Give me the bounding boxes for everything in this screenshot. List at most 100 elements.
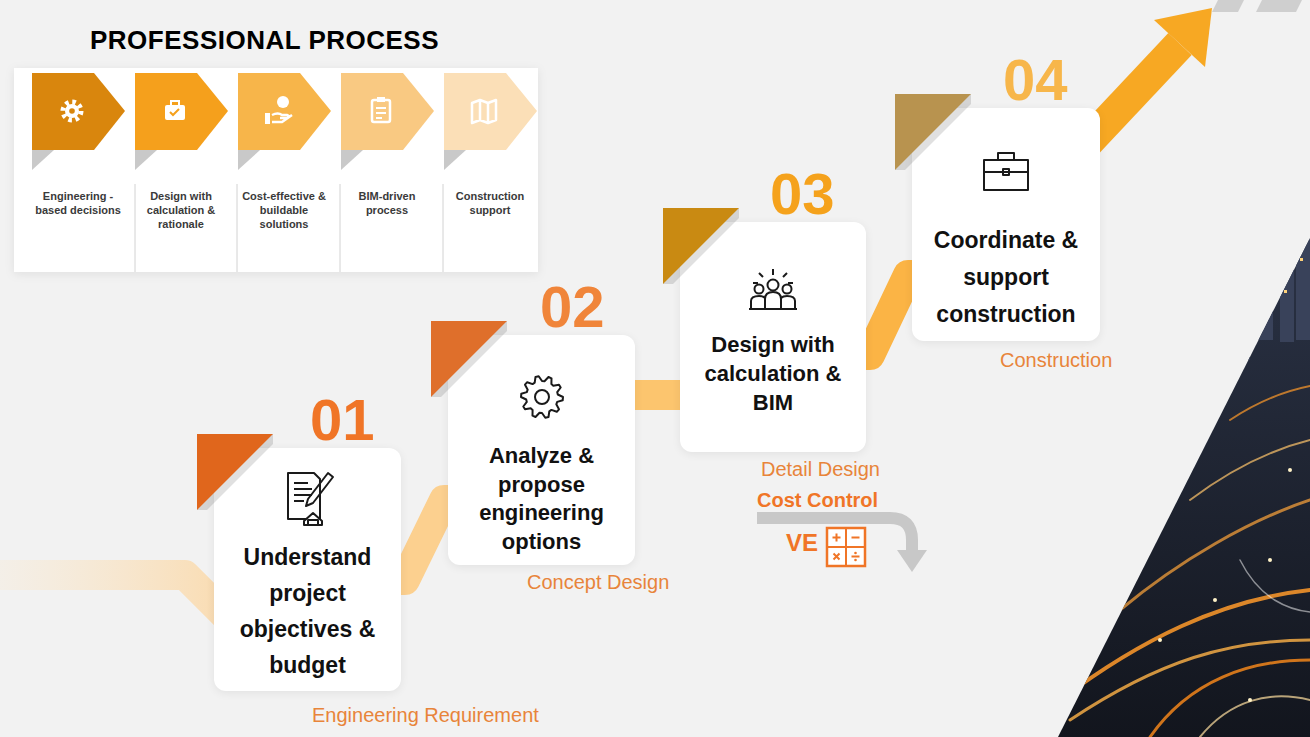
slide-title: PROFESSIONAL PROCESS	[90, 27, 439, 53]
chevron-shape	[135, 73, 228, 150]
city-photo	[1248, 698, 1252, 702]
cost-control-arrow	[757, 518, 927, 572]
process-band	[635, 380, 680, 410]
city-photo	[1296, 240, 1310, 340]
corner-fold	[895, 94, 971, 170]
chevron-icon	[377, 97, 385, 102]
city-photo	[1060, 386, 1310, 737]
step-icon	[278, 467, 338, 527]
chevron-fold	[135, 150, 157, 170]
chevron-icon	[63, 102, 81, 120]
corner-fold	[431, 321, 507, 397]
city-photo	[1158, 468, 1292, 702]
calculator-icon	[854, 559, 857, 562]
growth-arrow	[1085, 8, 1212, 145]
step-icon	[765, 292, 781, 309]
step-caption: Engineering - based decisions	[28, 190, 128, 218]
step-caption: Cost-effective & buildable solutions	[234, 190, 334, 231]
chevron-arrow	[32, 73, 125, 170]
process-card: 01Understand project objectives & budget…	[214, 448, 401, 691]
process-chevron: BIM-driven process	[337, 73, 437, 218]
step-icon	[768, 280, 779, 291]
step-caption: Design with calculation & rationale	[131, 190, 231, 231]
city-photo	[1266, 280, 1269, 283]
process-card: 02Analyze & propose engineering optionsC…	[448, 335, 635, 565]
calculator-icon	[827, 528, 865, 566]
chevron-shape	[444, 73, 537, 150]
step-icon	[753, 269, 793, 283]
process-card: 04Coordinate & support constructionConst…	[912, 108, 1100, 341]
city-photo	[1120, 500, 1310, 610]
step-icon	[521, 376, 563, 417]
process-panel	[14, 68, 538, 272]
step-icon	[749, 296, 797, 309]
step-icon	[984, 153, 1028, 190]
corner-fold	[431, 321, 507, 397]
process-chevron: Engineering - based decisions	[28, 73, 128, 218]
stage-label: Concept Design	[527, 571, 669, 593]
city-photo	[1230, 300, 1250, 360]
corner-mark	[1256, 0, 1302, 12]
step-icon	[755, 285, 764, 294]
city-photo	[1190, 440, 1310, 500]
stage-label: Construction	[1000, 349, 1112, 371]
chevron-arrow	[238, 73, 331, 170]
step-icon	[306, 473, 333, 506]
step-number: 01	[310, 391, 375, 449]
city-photo	[1230, 240, 1310, 360]
calculator-icon	[827, 528, 865, 566]
column-divider	[443, 184, 444, 272]
calculator-icon	[854, 552, 857, 555]
corner-fold	[895, 94, 971, 170]
chevron-icon	[372, 100, 390, 122]
chevron-arrow	[341, 73, 434, 170]
process-card: 03Design with calculation & BIMDetail De…	[680, 222, 866, 452]
chevron-icon	[272, 114, 292, 123]
step-title: Analyze & propose engineering options	[456, 442, 627, 556]
stage-label: Detail Design	[761, 458, 880, 480]
city-photo	[1150, 660, 1310, 737]
chevron-icon	[65, 104, 79, 118]
city-photo	[1236, 318, 1239, 321]
column-divider	[340, 184, 341, 272]
growth-arrow	[1154, 8, 1212, 67]
chevron-icon	[265, 113, 270, 124]
city-photo	[1060, 590, 1310, 700]
chevron-fold	[238, 150, 260, 170]
stage-label: Engineering Requirement	[312, 704, 539, 726]
step-icon	[512, 367, 572, 427]
chevron-icon	[170, 109, 179, 115]
cost-control-arrow	[897, 550, 927, 572]
step-icon	[783, 285, 792, 294]
city-photo	[1158, 638, 1162, 642]
chevron-shape	[32, 73, 125, 150]
step-number: 03	[770, 165, 835, 223]
column-divider	[237, 184, 238, 272]
city-photo	[1284, 290, 1287, 293]
chevron-icon	[265, 96, 292, 124]
step-title: Understand project objectives & budget	[222, 539, 393, 683]
city-photo	[1268, 558, 1272, 562]
step-caption: Construction support	[440, 190, 540, 218]
chevron-icon	[277, 96, 289, 108]
chevron-icon	[171, 101, 179, 105]
chevron-shape	[238, 73, 331, 150]
corner-fold	[663, 208, 739, 284]
city-photo	[1200, 696, 1310, 737]
calculator-icon	[833, 534, 860, 560]
process-chevron: Construction support	[440, 73, 540, 218]
corner-fold	[663, 208, 739, 284]
step-icon	[288, 473, 320, 519]
corner-fold	[431, 321, 507, 397]
chevron-fold	[444, 150, 466, 170]
chevron-icon	[372, 97, 390, 122]
process-chevron: Cost-effective & buildable solutions	[234, 73, 334, 231]
chevron-fold	[341, 150, 363, 170]
step-title: Design with calculation & BIM	[688, 330, 858, 417]
step-icon	[304, 513, 322, 525]
process-chevron: Design with calculation & rationale	[131, 73, 231, 231]
chevron-icon	[376, 108, 386, 118]
column-divider	[135, 184, 136, 272]
city-photo	[1230, 386, 1310, 420]
